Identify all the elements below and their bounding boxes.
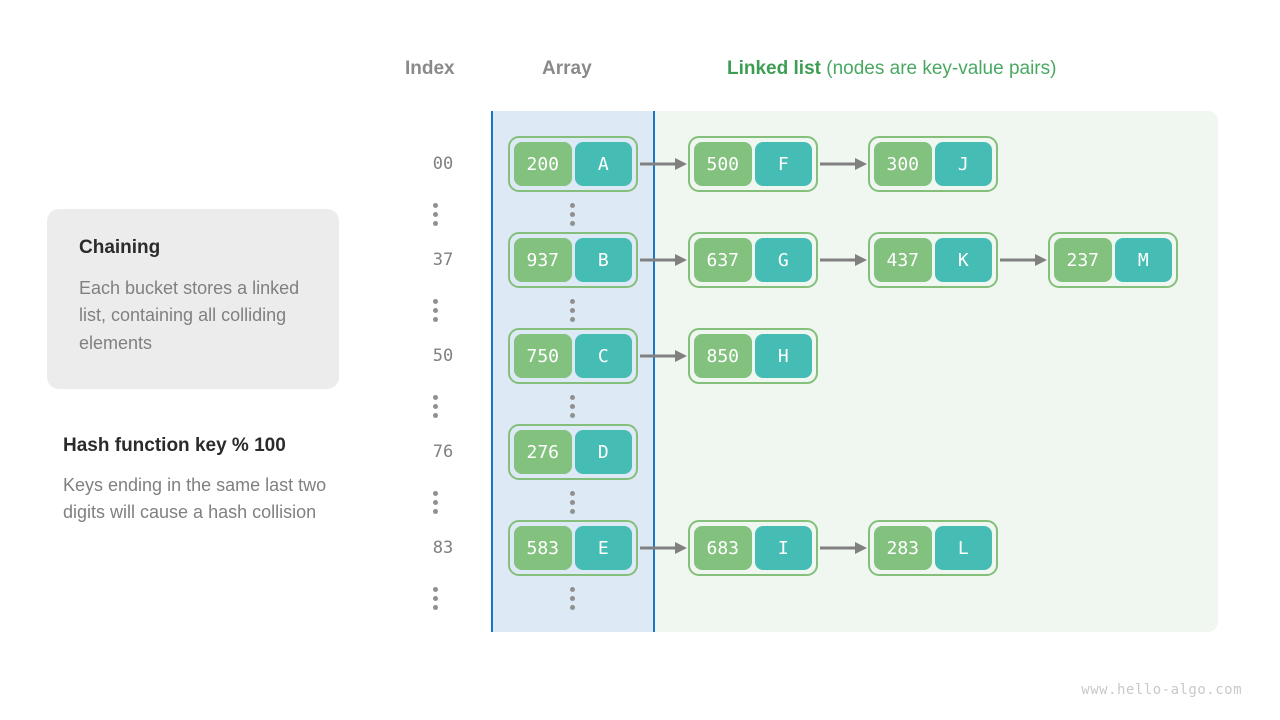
node-key: 750	[514, 334, 572, 378]
hash-function-title: Hash function key % 100	[63, 435, 286, 456]
index-ellipsis	[432, 203, 438, 226]
node-key: 637	[694, 238, 752, 282]
node-value: H	[754, 334, 812, 378]
node-key: 583	[514, 526, 572, 570]
node-key: 237	[1054, 238, 1112, 282]
linked-list-arrow	[638, 520, 688, 576]
column-header-array: Array	[542, 58, 592, 79]
node-value: K	[934, 238, 992, 282]
node-key: 500	[694, 142, 752, 186]
linked-list-arrow	[638, 328, 688, 384]
linked-list-arrow	[818, 520, 868, 576]
node-value: G	[754, 238, 812, 282]
linked-list-arrow	[818, 136, 868, 192]
node-key: 200	[514, 142, 572, 186]
chaining-info-card: Chaining Each bucket stores a linked lis…	[47, 209, 339, 389]
hash-function-body: Keys ending in the same last two digits …	[63, 475, 327, 523]
node-value: A	[574, 142, 632, 186]
linked-list-arrow	[638, 136, 688, 192]
node-key: 276	[514, 430, 572, 474]
chaining-card-body: Each bucket stores a linked list, contai…	[79, 278, 300, 353]
index-ellipsis	[432, 587, 438, 610]
node-value: J	[934, 142, 992, 186]
hash-function-block: Hash function key % 100 Keys ending in t…	[63, 435, 363, 527]
node-value: D	[574, 430, 632, 474]
column-header-linked-list: Linked list (nodes are key-value pairs)	[727, 58, 1056, 80]
bucket-index-label: 76	[432, 442, 454, 462]
node-key: 937	[514, 238, 572, 282]
bucket-index-label: 83	[432, 538, 454, 558]
node-value: B	[574, 238, 632, 282]
node-key: 283	[874, 526, 932, 570]
index-ellipsis	[432, 491, 438, 514]
node-key: 437	[874, 238, 932, 282]
linked-list-arrow	[818, 232, 868, 288]
array-ellipsis	[569, 203, 575, 226]
node-key: 683	[694, 526, 752, 570]
node-key: 300	[874, 142, 932, 186]
array-ellipsis	[569, 395, 575, 418]
bucket-index-label: 00	[432, 154, 454, 174]
node-value: M	[1114, 238, 1172, 282]
chaining-card-title: Chaining	[79, 237, 161, 258]
node-value: L	[934, 526, 992, 570]
linked-list-arrow	[998, 232, 1048, 288]
array-ellipsis	[569, 587, 575, 610]
watermark: www.hello-algo.com	[1081, 682, 1242, 698]
bucket-index-label: 37	[432, 250, 454, 270]
node-value: F	[754, 142, 812, 186]
node-value: C	[574, 334, 632, 378]
linked-list-arrow	[638, 232, 688, 288]
column-header-linked-list-note: (nodes are key-value pairs)	[820, 58, 1057, 79]
column-header-linked-list-strong: Linked list	[727, 58, 821, 79]
node-key: 850	[694, 334, 752, 378]
node-value: E	[574, 526, 632, 570]
index-ellipsis	[432, 299, 438, 322]
column-header-index: Index	[405, 58, 455, 79]
bucket-index-label: 50	[432, 346, 454, 366]
array-ellipsis	[569, 491, 575, 514]
array-ellipsis	[569, 299, 575, 322]
node-value: I	[754, 526, 812, 570]
index-ellipsis	[432, 395, 438, 418]
